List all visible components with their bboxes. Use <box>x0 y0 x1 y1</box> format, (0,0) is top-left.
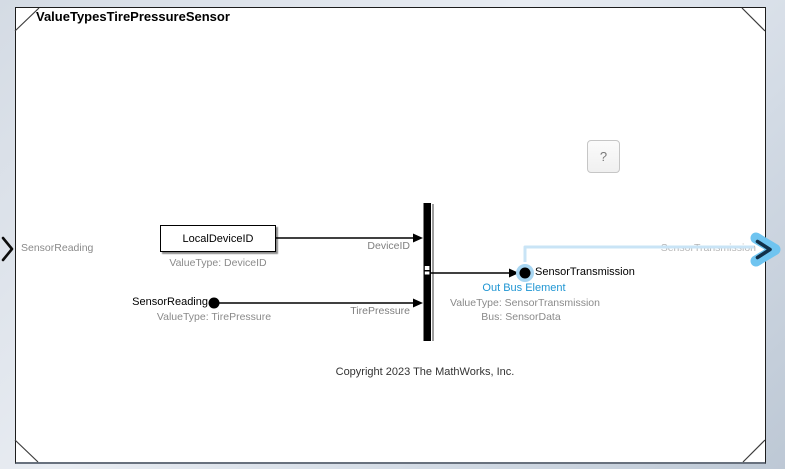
highlighted-signal-label[interactable]: SensorTransmission <box>660 242 756 254</box>
local-device-id-label: LocalDeviceID <box>182 232 254 245</box>
local-device-id-block[interactable]: LocalDeviceID <box>160 225 276 252</box>
out-bus-element-label[interactable]: SensorTransmission <box>535 266 635 278</box>
out-bus-element-bus: Bus: SensorData <box>481 311 561 323</box>
local-device-id-valuetype: ValueType: DeviceID <box>169 257 267 269</box>
inport-chevron-icon[interactable] <box>1 236 14 262</box>
sensor-reading-source-label[interactable]: SensorReading <box>132 296 208 308</box>
help-button[interactable]: ? <box>587 140 620 173</box>
copyright-text: Copyright 2023 The MathWorks, Inc. <box>335 366 515 378</box>
signal-label-tirepressure[interactable]: TirePressure <box>350 305 410 317</box>
help-button-label: ? <box>599 149 608 164</box>
out-bus-element-type[interactable]: Out Bus Element <box>482 282 566 294</box>
out-bus-element-valuetype: ValueType: SensorTransmission <box>450 297 600 309</box>
subsystem-canvas[interactable] <box>15 7 766 464</box>
inport-label[interactable]: SensorReading <box>21 242 94 254</box>
sensor-reading-valuetype: ValueType: TirePressure <box>156 311 272 323</box>
subsystem-title: ValueTypesTirePressureSensor <box>36 9 230 24</box>
signal-label-deviceid[interactable]: DeviceID <box>367 240 410 252</box>
